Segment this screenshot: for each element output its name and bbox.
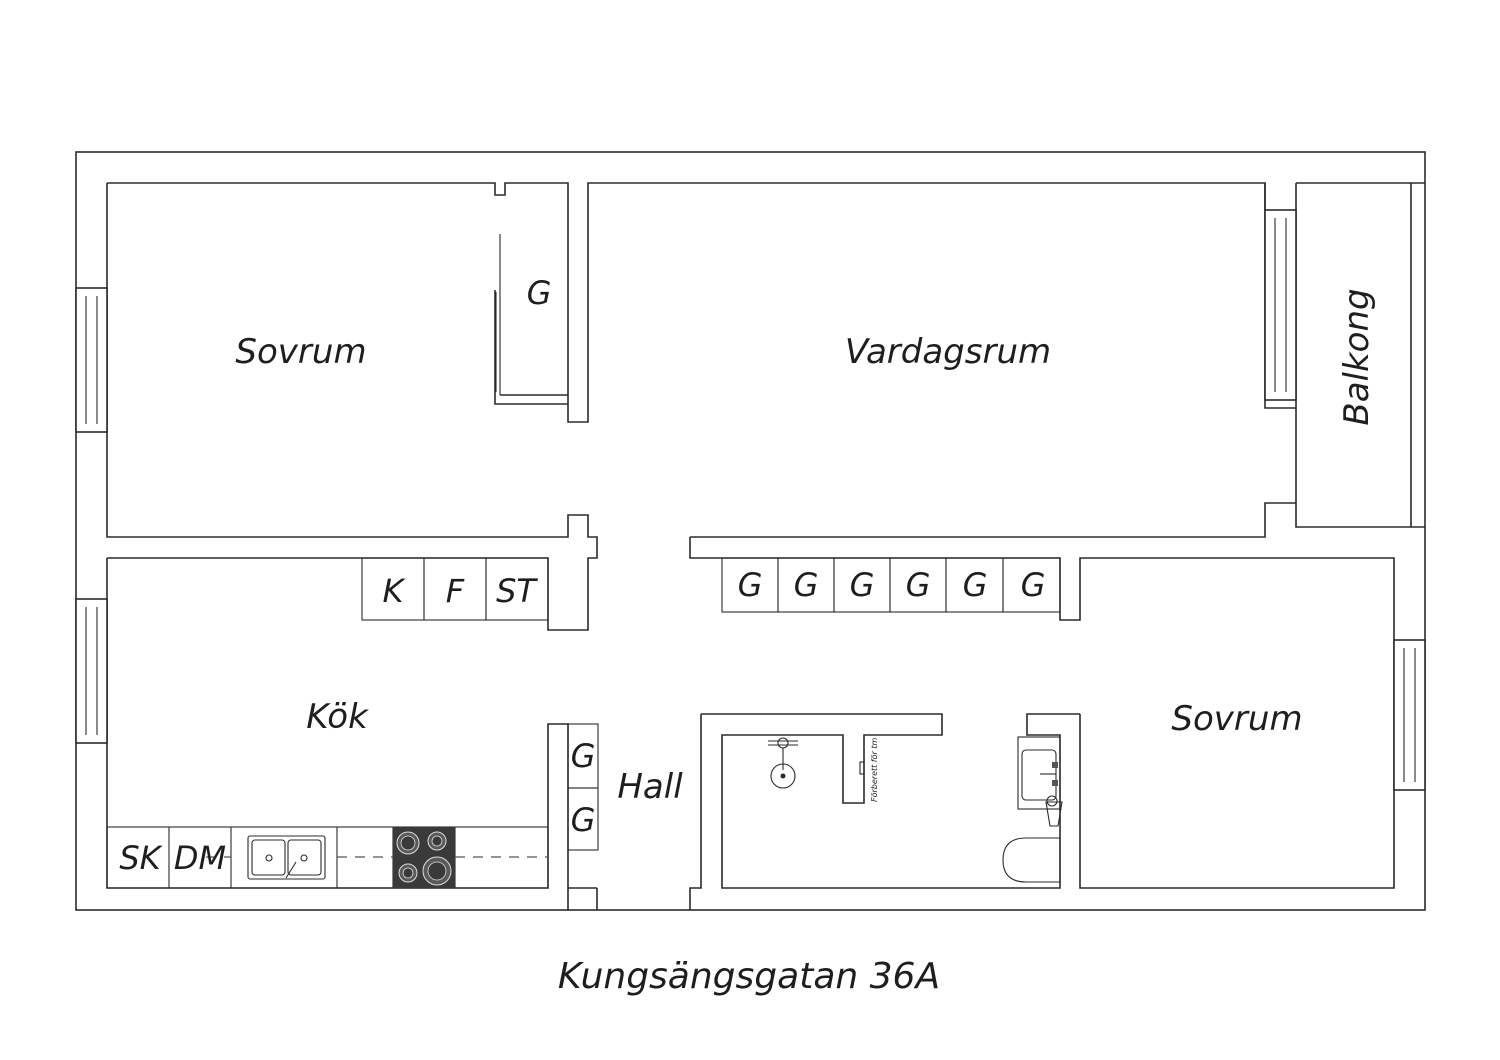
- wardrobe-label: G: [571, 737, 596, 775]
- wardrobe-label: G: [850, 566, 875, 604]
- washbasin-icon: [1017, 736, 1061, 810]
- wardrobe-label: G: [906, 566, 931, 604]
- wardrobe-label: G: [527, 274, 552, 312]
- window-living-room: [1264, 209, 1297, 401]
- room-label-bedroom-top: Sovrum: [235, 332, 366, 372]
- window-kitchen: [75, 598, 108, 744]
- bedroom-top-wall: [106, 182, 1266, 910]
- outer-wall: [75, 151, 1426, 911]
- room-label-hall: Hall: [617, 767, 683, 807]
- kitchen-top-units: [361, 557, 549, 621]
- bedroom-top-wardrobe-wall: [494, 290, 568, 405]
- room-label-kitchen: Kök: [306, 697, 369, 737]
- unit-label-st: ST: [496, 572, 538, 610]
- counter-label-dm: DM: [174, 839, 226, 877]
- room-label-balcony: Balkong: [1337, 288, 1377, 425]
- wardrobe-label: G: [571, 801, 596, 839]
- room-label-living-room: Vardagsrum: [845, 332, 1051, 372]
- shower-icon: [768, 737, 798, 789]
- bathroom-note: Förberett för tm: [870, 738, 879, 802]
- wardrobe-label: G: [1021, 566, 1046, 604]
- wardrobe-label: G: [794, 566, 819, 604]
- room-label-bedroom-bottom: Sovrum: [1171, 699, 1302, 739]
- wardrobe-label: G: [963, 566, 988, 604]
- hall-wardrobe-row: [721, 557, 1061, 613]
- unit-label-f: F: [446, 572, 465, 610]
- toilet-icon: [1002, 795, 1063, 883]
- bathroom-wall: [568, 713, 1080, 910]
- window-bedroom-bottom: [1393, 639, 1426, 791]
- unit-label-k: K: [383, 572, 407, 610]
- counter-label-sk: SK: [119, 839, 163, 877]
- kitchen-sink-icon: [247, 835, 326, 880]
- washer-connection: [859, 761, 865, 775]
- hall-wardrobe-column: [567, 723, 599, 851]
- window-top-left: [75, 287, 108, 433]
- address-caption: Kungsängsgatan 36A: [558, 956, 940, 997]
- wardrobe-label: G: [738, 566, 763, 604]
- stove-icon: [393, 827, 455, 888]
